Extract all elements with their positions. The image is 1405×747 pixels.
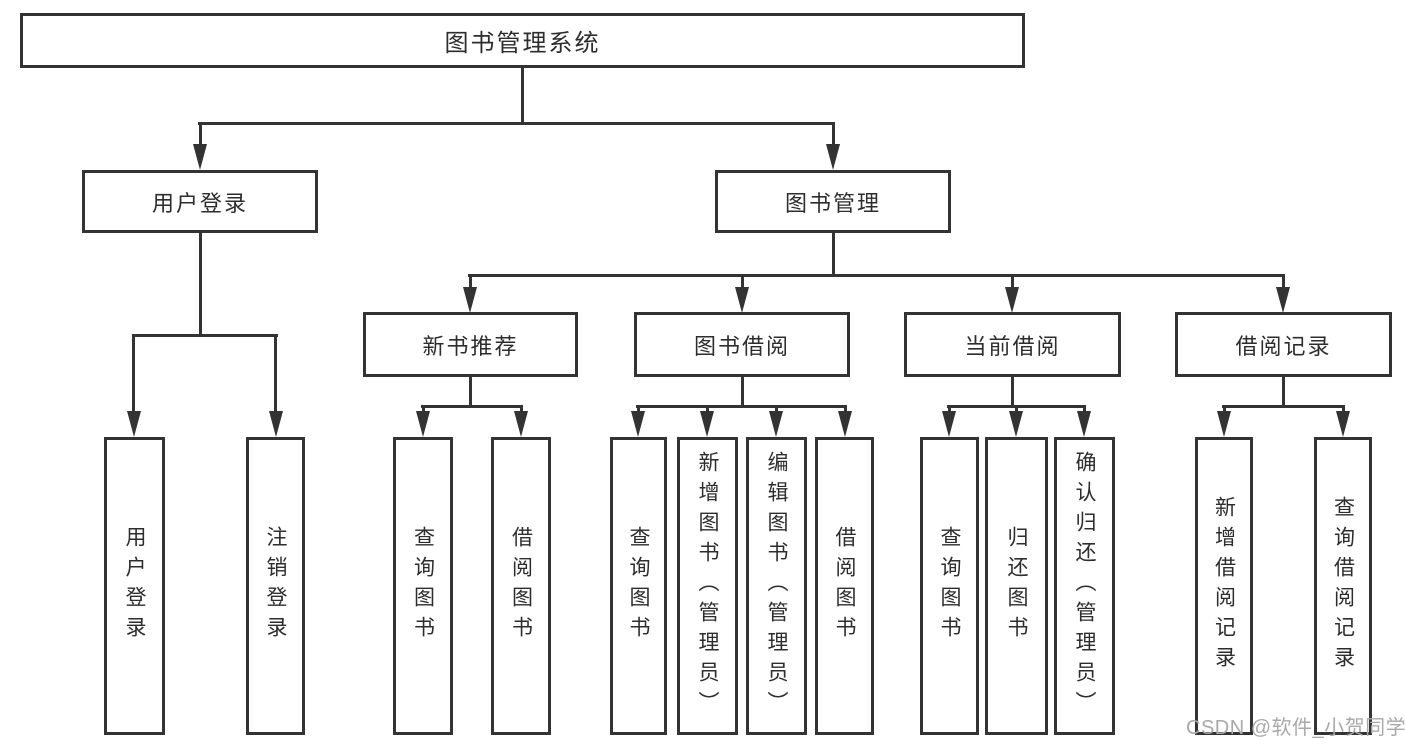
node-label: 当前借阅 (964, 333, 1061, 359)
connector-line (741, 274, 744, 292)
arrow-down-icon (193, 144, 207, 170)
leaf-label: 查询图书 (411, 526, 435, 646)
arrow-down-icon (826, 144, 840, 170)
arrow-down-icon (127, 411, 141, 437)
arrow-down-icon (838, 411, 852, 437)
arrow-down-icon (735, 287, 749, 313)
leaf-label: 查询借阅记录 (1331, 496, 1355, 676)
node-library-system: 图书管理系统 (20, 13, 1025, 68)
connector-line (1282, 274, 1285, 292)
connector-line (469, 377, 472, 408)
leaf-user-login: 用户登录 (104, 437, 165, 735)
leaf-borrow-book: 借阅图书 (491, 437, 551, 735)
connector-line (741, 377, 744, 408)
connector-line (1282, 377, 1285, 408)
leaf-label: 用户登录 (123, 526, 146, 646)
arrow-down-icon (1005, 287, 1019, 313)
connector-line (469, 274, 472, 292)
connector-line (1222, 405, 1345, 408)
leaf-label: 确认归还（管理员） (1073, 451, 1096, 721)
connector-line (199, 233, 202, 337)
node-borrowing-records: 借阅记录 (1175, 312, 1392, 377)
leaf-label: 查询图书 (627, 526, 650, 646)
leaf-label: 编辑图书（管理员） (765, 451, 788, 721)
node-label: 图书管理 (784, 190, 881, 216)
leaf-logout: 注销登录 (246, 437, 305, 735)
arrow-down-icon (1217, 411, 1231, 437)
leaf-add-book-admin: 新增图书（管理员） (677, 437, 738, 735)
arrow-down-icon (416, 411, 430, 437)
arrow-down-icon (1077, 411, 1091, 437)
node-label: 用户登录 (151, 190, 248, 216)
arrow-down-icon (700, 411, 714, 437)
leaf-add-borrow-record: 新增借阅记录 (1195, 437, 1253, 735)
leaf-confirm-return-admin: 确认归还（管理员） (1054, 437, 1115, 735)
node-book-management: 图书管理 (715, 170, 951, 233)
connector-line (198, 122, 835, 125)
node-book-borrowing: 图书借阅 (634, 312, 850, 377)
leaf-borrow-book: 借阅图书 (815, 437, 874, 735)
arrow-down-icon (1009, 411, 1023, 437)
arrow-down-icon (631, 411, 645, 437)
connector-line (199, 122, 202, 150)
leaf-query-book: 查询图书 (610, 437, 667, 735)
arrow-down-icon (514, 411, 528, 437)
node-label: 新书推荐 (422, 333, 519, 359)
arrow-down-icon (269, 411, 283, 437)
leaf-label: 新增借阅记录 (1212, 496, 1236, 676)
connector-line (832, 122, 835, 150)
node-user-login: 用户登录 (82, 170, 318, 233)
leaf-label: 查询图书 (938, 526, 961, 646)
arrow-down-icon (769, 411, 783, 437)
arrow-down-icon (463, 287, 477, 313)
arrow-down-icon (1336, 411, 1350, 437)
leaf-query-borrow-record: 查询借阅记录 (1314, 437, 1372, 735)
leaf-edit-book-admin: 编辑图书（管理员） (746, 437, 807, 735)
leaf-label: 新增图书（管理员） (696, 451, 719, 721)
connector-line (636, 405, 847, 408)
leaf-label: 注销登录 (264, 526, 287, 646)
connector-line (132, 334, 278, 337)
leaf-query-book: 查询图书 (920, 437, 979, 735)
connector-line (274, 334, 277, 415)
node-label: 借阅记录 (1235, 333, 1332, 359)
leaf-label: 归还图书 (1005, 526, 1028, 646)
connector-line (832, 233, 835, 277)
node-label: 图书管理系统 (444, 30, 601, 57)
connector-line (132, 334, 135, 415)
node-label: 图书借阅 (693, 333, 790, 359)
connector-line (521, 68, 524, 125)
node-new-book-recommend: 新书推荐 (363, 312, 578, 377)
connector-line (468, 274, 1284, 277)
arrow-down-icon (1276, 287, 1290, 313)
csdn-watermark: CSDN @软件_小贺同学 (1186, 717, 1405, 739)
arrow-down-icon (942, 411, 956, 437)
leaf-query-book: 查询图书 (393, 437, 453, 735)
leaf-return-book: 归还图书 (985, 437, 1048, 735)
connector-line (1011, 377, 1014, 408)
leaf-label: 借阅图书 (509, 526, 533, 646)
connector-line (421, 405, 523, 408)
connector-line (1011, 274, 1014, 292)
node-current-borrowing: 当前借阅 (904, 312, 1121, 377)
leaf-label: 借阅图书 (833, 526, 856, 646)
